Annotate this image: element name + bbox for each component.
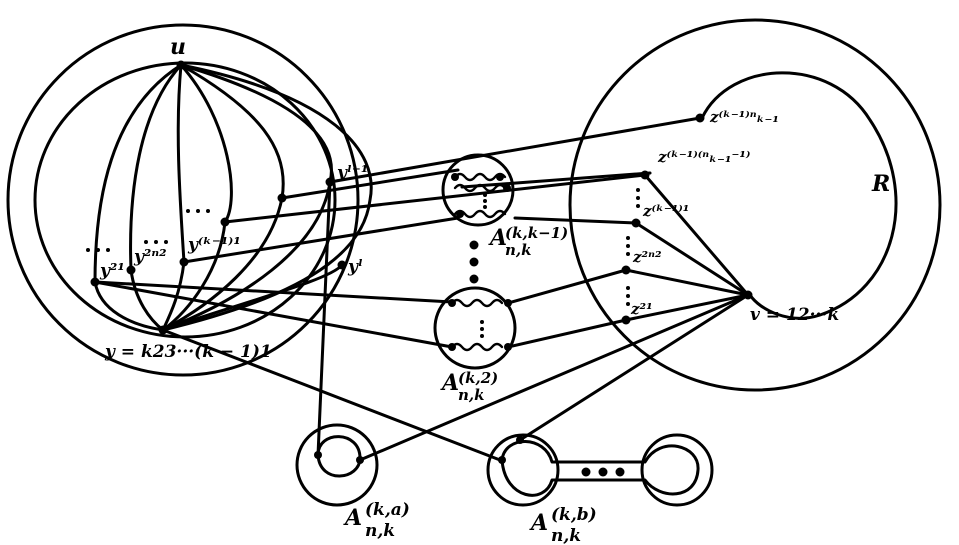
label-a-k-a: A (k,a) n,k [343, 500, 410, 541]
right-outer-circle [568, 18, 942, 392]
vertex-y2n2 [126, 265, 136, 275]
vertex-z21 [621, 315, 631, 325]
vertex-v [743, 290, 753, 300]
vertex-yl [337, 260, 347, 270]
vertex-yl-1 [325, 177, 335, 187]
svg-text:A: A [529, 510, 548, 536]
label-y-21: y²¹ [99, 261, 125, 281]
label-z-2n2: z²ⁿ² [632, 248, 662, 266]
svg-text:n,k: n,k [505, 241, 532, 259]
connecting-edges [93, 116, 750, 462]
vertex-zk1 [631, 218, 641, 228]
label-a-k-2: A (k,2) n,k [440, 369, 498, 404]
vertices [90, 60, 753, 335]
right-vertical-dots [626, 188, 640, 306]
right-inner-spiral [700, 71, 898, 320]
svg-text:A: A [343, 505, 362, 531]
vertex-z-second [640, 170, 650, 180]
label-y-l: yˡ [347, 257, 363, 277]
component-a-k-2 [433, 286, 517, 370]
label-y-2n2: y²ⁿ² [133, 247, 167, 267]
vertex-yk1 [179, 257, 189, 267]
component-a-k-km1 [441, 153, 515, 227]
label-u: u [170, 34, 186, 60]
label-z-second: z⁽ᵏ⁻¹⁾⁽ⁿₖ₋₁⁻¹⁾ [657, 148, 750, 166]
component-a-k-b [486, 433, 714, 507]
vertex-z-top [695, 113, 705, 123]
vertex-y [158, 325, 168, 335]
left-inner-ellipse [33, 61, 337, 339]
label-R: R [871, 171, 890, 197]
vertex-u [176, 60, 186, 70]
middle-vertical-dots [469, 240, 479, 284]
svg-text:n,k: n,k [458, 386, 485, 404]
label-y-bottom: y = k23···(k − 1)1 [104, 342, 272, 362]
left-horizontal-dots [86, 209, 210, 252]
label-v: v = 12···k [750, 305, 839, 325]
svg-text:A: A [488, 225, 507, 251]
label-z-k1: z⁽ᵏ⁻¹⁾¹ [642, 202, 689, 220]
label-z-top: z⁽ᵏ⁻¹⁾ⁿₖ₋₁ [709, 108, 779, 126]
svg-text:(k,b): (k,b) [551, 505, 597, 525]
vertex-z2n2 [621, 265, 631, 275]
svg-text:(k,2): (k,2) [458, 369, 498, 387]
label-a-k-b: A (k,b) n,k [529, 505, 597, 545]
component-a-k-a [295, 423, 379, 507]
label-y-k1: y⁽ᵏ⁻¹⁾¹ [187, 235, 241, 255]
svg-text:n,k: n,k [365, 521, 395, 541]
label-a-k-km1: A (k,k−1) n,k [488, 224, 568, 259]
label-z-21: z²¹ [630, 300, 653, 318]
svg-text:(k,a): (k,a) [365, 500, 410, 520]
svg-text:n,k: n,k [551, 526, 581, 545]
vertex-y21 [90, 277, 100, 287]
label-y-l-1: yˡ⁻¹ [336, 163, 368, 183]
svg-text:A: A [440, 370, 459, 396]
meridian-curves [93, 63, 373, 332]
svg-text:(k,k−1): (k,k−1) [505, 224, 568, 242]
left-outer-circle [6, 23, 360, 377]
